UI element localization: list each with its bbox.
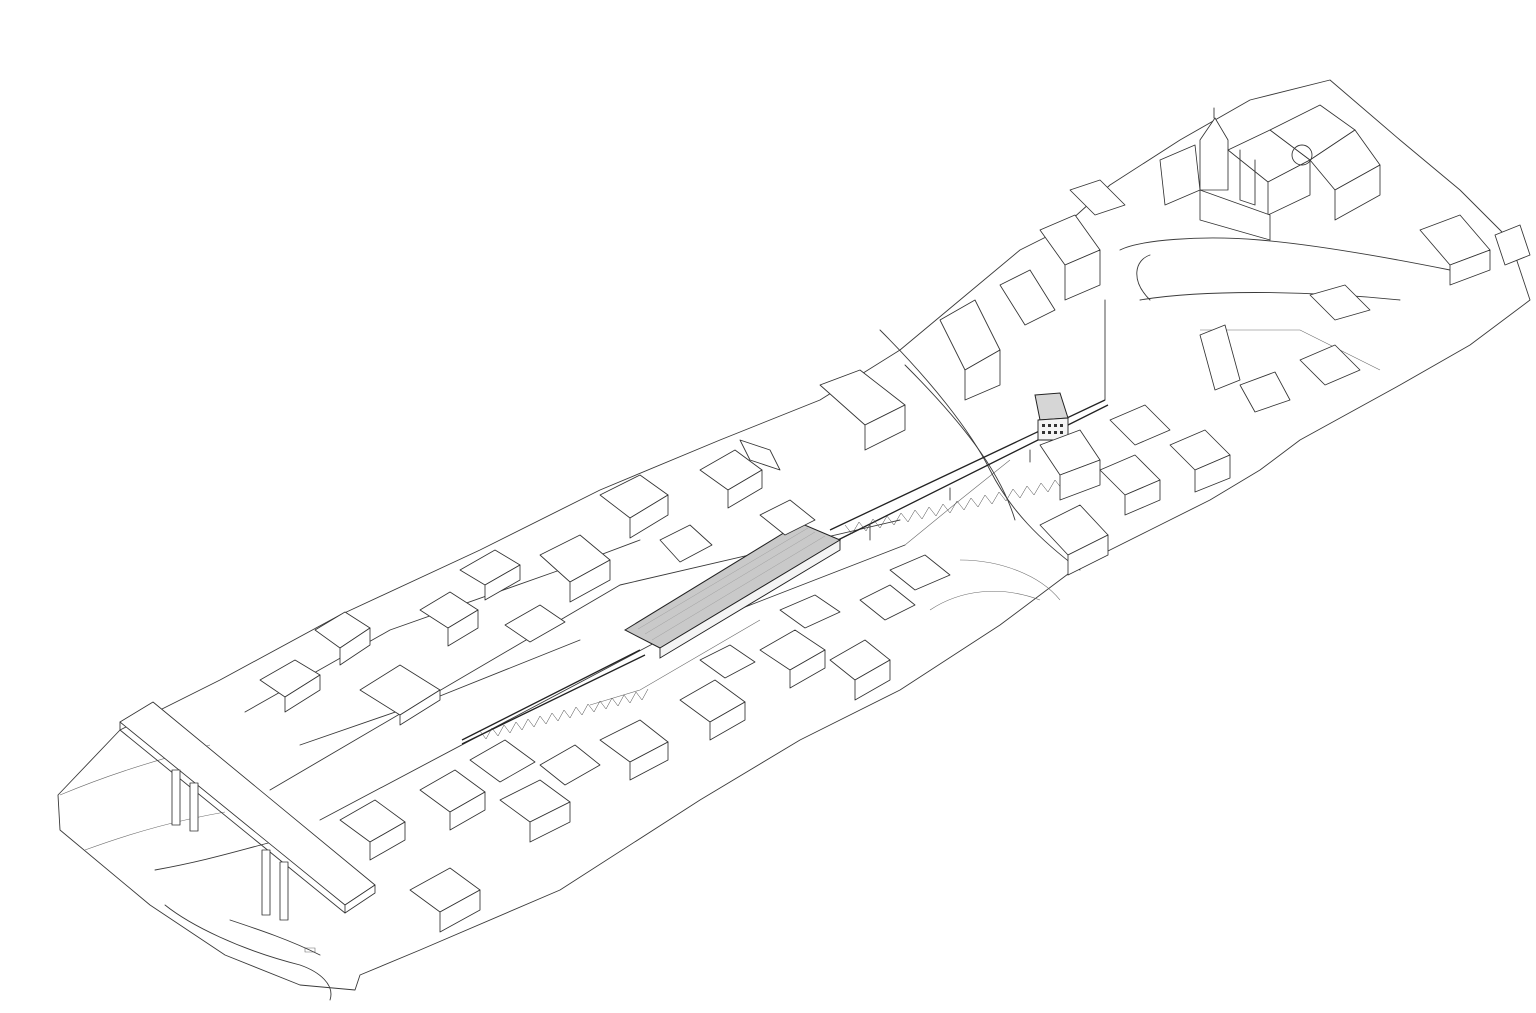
- lift-tower: [1034, 299, 1106, 441]
- rail-corridor: [244, 237, 1451, 821]
- station-canopy: [623, 522, 842, 659]
- road-bridge: [119, 701, 376, 921]
- hilltop-church: [1159, 104, 1381, 241]
- city-blocks: [259, 179, 1531, 933]
- river-bank: [154, 839, 332, 1001]
